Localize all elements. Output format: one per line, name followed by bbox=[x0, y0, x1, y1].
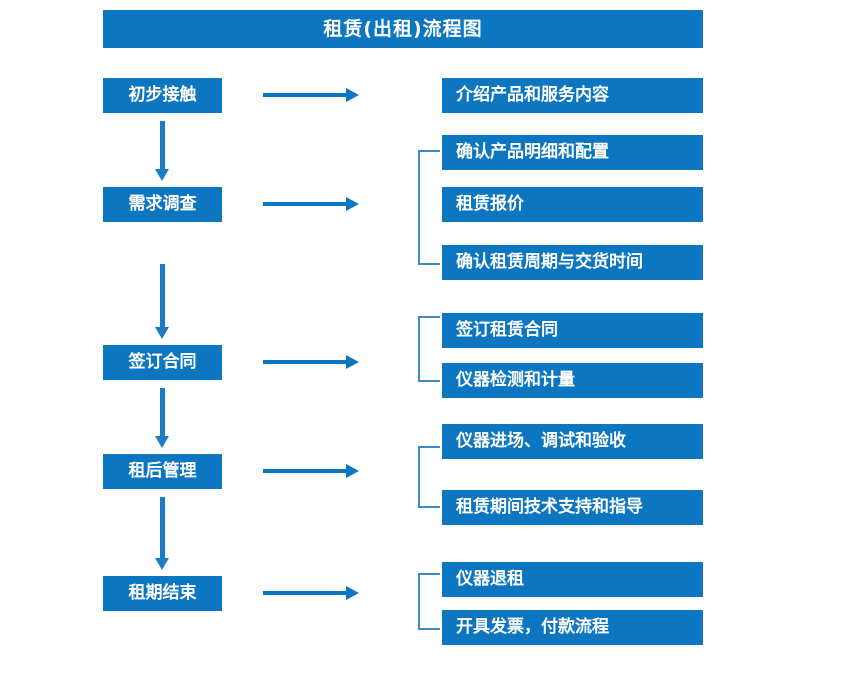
arrow-shaft bbox=[160, 388, 165, 436]
detail-label-g4-2: 租赁期间技术支持和指导 bbox=[456, 497, 643, 517]
arrow-head-down-icon bbox=[155, 169, 169, 181]
detail-label-g2-3: 确认租赁周期与交货时间 bbox=[456, 252, 643, 272]
arrow-head-down-icon bbox=[155, 558, 169, 570]
arrow-head-down-icon bbox=[155, 436, 169, 448]
arrow-head-right-icon bbox=[346, 197, 359, 211]
arrow-shaft bbox=[263, 360, 347, 364]
stage-label-1: 初步接触 bbox=[128, 85, 197, 105]
stage-box-2[interactable]: 需求调查 bbox=[103, 187, 222, 222]
arrow-shaft bbox=[263, 591, 347, 595]
group-bracket-2 bbox=[418, 150, 440, 265]
detail-label-g3-2: 仪器检测和计量 bbox=[456, 370, 575, 390]
horizontal-arrow-5 bbox=[263, 586, 359, 600]
detail-box-g3-1[interactable]: 签订租赁合同 bbox=[442, 313, 703, 348]
arrow-head-right-icon bbox=[346, 88, 359, 102]
detail-label-g1-1: 介绍产品和服务内容 bbox=[456, 85, 609, 105]
horizontal-arrow-2 bbox=[263, 197, 359, 211]
arrow-head-down-icon bbox=[155, 327, 169, 339]
vertical-arrow-1-to-2 bbox=[155, 121, 169, 181]
arrow-shaft bbox=[160, 264, 165, 327]
vertical-arrow-2-to-3 bbox=[155, 264, 169, 339]
detail-box-g2-1[interactable]: 确认产品明细和配置 bbox=[442, 135, 703, 170]
detail-box-g2-3[interactable]: 确认租赁周期与交货时间 bbox=[442, 245, 703, 280]
arrow-head-right-icon bbox=[346, 464, 359, 478]
stage-box-4[interactable]: 租后管理 bbox=[103, 454, 222, 489]
arrow-shaft bbox=[160, 121, 165, 169]
detail-box-g4-1[interactable]: 仪器进场、调试和验收 bbox=[442, 424, 703, 459]
arrow-head-right-icon bbox=[346, 355, 359, 369]
arrow-shaft bbox=[263, 93, 347, 97]
detail-label-g4-1: 仪器进场、调试和验收 bbox=[456, 431, 626, 451]
detail-label-g2-1: 确认产品明细和配置 bbox=[456, 142, 609, 162]
detail-label-g5-2: 开具发票，付款流程 bbox=[456, 617, 609, 637]
arrow-shaft bbox=[263, 469, 347, 473]
arrow-shaft bbox=[263, 202, 347, 206]
horizontal-arrow-4 bbox=[263, 464, 359, 478]
stage-label-4: 租后管理 bbox=[128, 461, 197, 481]
detail-box-g4-2[interactable]: 租赁期间技术支持和指导 bbox=[442, 490, 703, 525]
stage-label-5: 租期结束 bbox=[128, 583, 197, 603]
diagram-title: 租赁(出租)流程图 bbox=[323, 17, 483, 40]
diagram-title-bar: 租赁(出租)流程图 bbox=[103, 10, 703, 48]
horizontal-arrow-1 bbox=[263, 88, 359, 102]
vertical-arrow-4-to-5 bbox=[155, 497, 169, 570]
stage-box-5[interactable]: 租期结束 bbox=[103, 576, 222, 611]
detail-box-g5-2[interactable]: 开具发票，付款流程 bbox=[442, 610, 703, 645]
stage-label-2: 需求调查 bbox=[128, 194, 197, 214]
stage-label-3: 签订合同 bbox=[128, 352, 197, 372]
arrow-head-right-icon bbox=[346, 586, 359, 600]
detail-box-g1-1[interactable]: 介绍产品和服务内容 bbox=[442, 78, 703, 113]
detail-box-g5-1[interactable]: 仪器退租 bbox=[442, 562, 703, 597]
group-bracket-5 bbox=[418, 573, 440, 630]
detail-label-g5-1: 仪器退租 bbox=[456, 569, 524, 589]
stage-box-3[interactable]: 签订合同 bbox=[103, 345, 222, 380]
group-bracket-4 bbox=[418, 446, 440, 508]
group-bracket-3 bbox=[418, 316, 440, 382]
arrow-shaft bbox=[160, 497, 165, 558]
horizontal-arrow-3 bbox=[263, 355, 359, 369]
detail-box-g2-2[interactable]: 租赁报价 bbox=[442, 187, 703, 222]
vertical-arrow-3-to-4 bbox=[155, 388, 169, 448]
detail-label-g3-1: 签订租赁合同 bbox=[456, 320, 558, 340]
detail-label-g2-2: 租赁报价 bbox=[456, 194, 524, 214]
stage-box-1[interactable]: 初步接触 bbox=[103, 78, 222, 113]
detail-box-g3-2[interactable]: 仪器检测和计量 bbox=[442, 363, 703, 398]
